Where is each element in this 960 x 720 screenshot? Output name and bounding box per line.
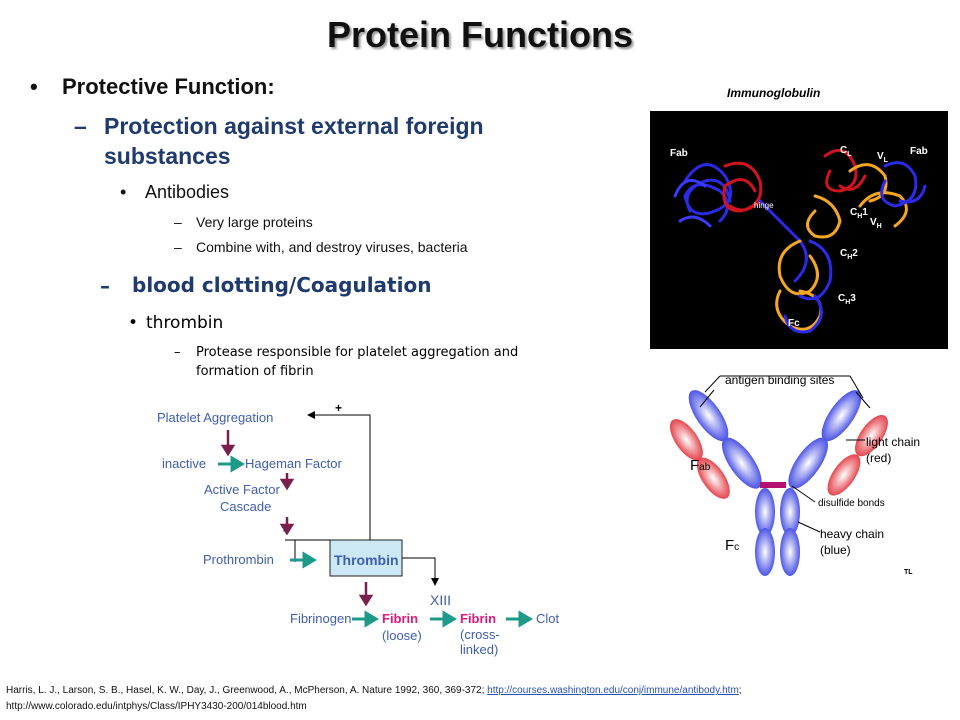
reference-text-1: Harris, L. J., Larson, S. B., Hasel, K. … (6, 685, 488, 696)
bullet-dot-3: • (128, 313, 139, 333)
antibodies-label: Antibodies (145, 182, 230, 202)
protection-subheading: Protection against external foreign subs… (104, 113, 484, 169)
ig-label-ch3: CH3 (838, 293, 856, 306)
coagulation-cascade-diagram: Platelet Aggregation inactive Hageman Fa… (140, 390, 580, 665)
ab-label-fab: Fab (690, 457, 711, 474)
ig-label-ch2: CH2 (840, 248, 858, 261)
slide-title: Protein Functions (327, 14, 633, 55)
dash-5: – (174, 345, 181, 360)
ig-label-hinge: hinge (754, 201, 774, 210)
ab-label-heavy-color: (blue) (820, 543, 851, 557)
coagulation-cascade-graphic: Platelet Aggregation inactive Hageman Fa… (157, 401, 560, 657)
cascade-cascade: Cascade (220, 499, 271, 514)
ab-label-disulfide: disulfide bonds (818, 498, 885, 509)
cascade-platelet: Platelet Aggregation (157, 410, 273, 425)
dash-4: – (100, 274, 110, 298)
ab-point-2: Combine with, and destroy viruses, bacte… (196, 239, 468, 255)
cascade-prothrombin: Prothrombin (203, 552, 274, 567)
blood-clotting-subheading: blood clotting/Coagulation (132, 273, 432, 297)
ig-label-vl: VL (877, 151, 889, 164)
cascade-inactive: inactive (162, 456, 206, 471)
protective-function-heading: Protective Function: (62, 74, 275, 99)
immunoglobulin-ribbon-graphic: Fab Fab hinge CL VL CH1 VH CH2 CH3 Fc (670, 145, 928, 334)
antibody-y-graphic: antigen binding sites light chain (red) … (669, 373, 920, 576)
cascade-plus-1: + (335, 401, 342, 415)
ig-label-fc: Fc (788, 318, 800, 329)
ab-label-light-color: (red) (866, 451, 891, 465)
ig-label-fab-right: Fab (910, 146, 928, 157)
ig-label-vh: VH (870, 217, 882, 230)
antibody-y-diagram: antigen binding sites light chain (red) … (669, 362, 930, 580)
ab-label-antigen-sites: antigen binding sites (725, 373, 834, 387)
reference-link-antibody[interactable]: http://courses.washington.edu/conj/immun… (487, 685, 739, 696)
thrombin-box (329, 539, 403, 577)
cascade-xiii: XIII (430, 592, 451, 608)
cascade-thrombin: Thrombin (334, 552, 399, 568)
dash-2: – (174, 214, 182, 230)
cascade-hageman: Hageman Factor (245, 456, 342, 471)
ab-label-corner: TL (904, 569, 913, 576)
reference-semicolon: ; (738, 685, 742, 696)
cascade-fibrin-crosslinked: Fibrin (460, 611, 496, 626)
ab-label-heavy-chain: heavy chain (820, 527, 884, 541)
thrombin-point: Protease responsible for platelet aggreg… (196, 345, 519, 377)
bullet-dot-2: • (120, 182, 127, 202)
immunoglobulin-caption: Immunoglobulin (727, 86, 821, 100)
cascade-fibrin-loose: Fibrin (382, 611, 418, 626)
reference-line-2: http://www.colorado.edu/intphys/Class/IP… (6, 701, 307, 712)
ab-point-1: Very large proteins (196, 214, 313, 230)
ig-label-ch1: CH1 (850, 207, 868, 220)
ig-label-fab-left: Fab (670, 148, 688, 159)
reference-line-1: Harris, L. J., Larson, S. B., Hasel, K. … (6, 685, 956, 696)
cascade-crosslinked-1: (cross- (460, 627, 500, 642)
dash-1: – (74, 113, 87, 139)
cascade-fibrinogen: Fibrinogen (290, 611, 351, 626)
ab-label-fc: Fc (725, 537, 739, 554)
immunoglobulin-structure-image: Fab Fab hinge CL VL CH1 VH CH2 CH3 Fc (650, 111, 948, 349)
bullet-dot-1: • (30, 74, 38, 99)
ab-label-light-chain: light chain (866, 435, 920, 449)
cascade-crosslinked-2: linked) (460, 642, 498, 657)
cascade-clot: Clot (536, 611, 560, 626)
cascade-active-factor: Active Factor (204, 482, 281, 497)
thrombin-label: thrombin (146, 313, 224, 333)
dash-3: – (174, 239, 182, 255)
ig-label-cl: CL (840, 145, 852, 158)
cascade-loose: (loose) (382, 628, 422, 643)
